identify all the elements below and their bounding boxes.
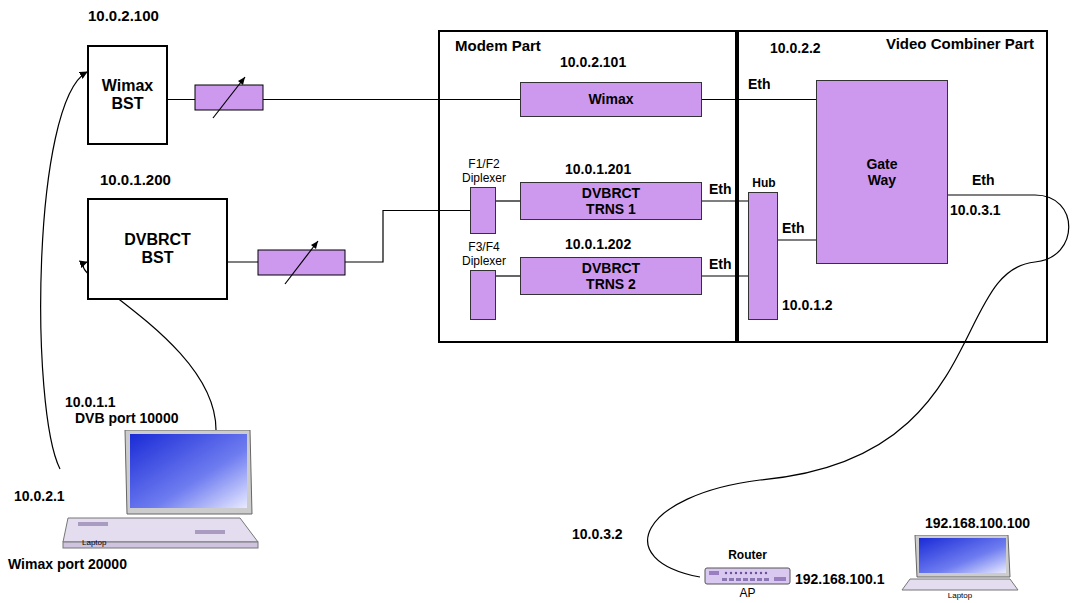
laptop-icon-drawing — [60, 430, 260, 550]
connector-line — [702, 99, 816, 100]
base-station-box: DVBRCT BST — [87, 198, 228, 300]
node-text: F1/F2 Diplexer — [447, 158, 521, 186]
node-text: AP — [700, 587, 795, 601]
interface-label: Eth — [709, 256, 732, 272]
node-text: DVBRCT TRNS 2 — [571, 260, 651, 292]
node-text: Wimax — [588, 91, 633, 107]
connector-line — [702, 275, 748, 276]
laptop-icon: Laptop — [900, 535, 1020, 601]
transceiver-box: DVBRCT TRNS 1 — [520, 182, 702, 220]
laptop-icon: Laptop — [60, 430, 260, 550]
diplexer-box: F3/F4 Diplexer — [470, 270, 496, 320]
node-text: Hub — [739, 177, 789, 191]
ip-address: 10.0.2.101 — [560, 54, 626, 70]
port-label: DVB port 10000 — [75, 410, 178, 426]
ip-address: 10.0.2.1 — [14, 488, 65, 504]
connector-line — [496, 275, 520, 276]
gateway-box: Gate Way — [816, 80, 948, 264]
ip-address: 10.0.1.200 — [100, 172, 171, 188]
modem-box: Wimax — [520, 82, 702, 117]
node-text: DVBRCT BST — [118, 231, 198, 268]
video-combiner-region: Video Combiner PartHub Gate Way — [737, 30, 1048, 343]
ip-address: 10.0.3.2 — [572, 526, 623, 542]
ip-address: 10.0.2.100 — [88, 8, 159, 24]
node-text: Wimax BST — [93, 77, 163, 114]
ip-address: 10.0.1.1 — [65, 394, 116, 410]
ip-address: 192.168.100.100 — [925, 515, 1030, 531]
router-icon: RouterAP — [700, 549, 795, 603]
variable-attenuator — [195, 77, 263, 118]
variable-attenuator — [258, 241, 345, 284]
node-text: Router — [700, 549, 795, 563]
node-text: F3/F4 Diplexer — [447, 241, 521, 269]
hub-box: Hub — [748, 192, 778, 320]
transceiver-box: DVBRCT TRNS 2 — [520, 257, 702, 295]
diplexer-box: F1/F2 Diplexer — [470, 187, 496, 234]
node-text: DVBRCT TRNS 1 — [571, 185, 651, 217]
interface-label: Eth — [972, 172, 995, 188]
base-station-box: Wimax BST — [87, 45, 168, 145]
interface-label: Eth — [782, 220, 805, 236]
interface-label: Eth — [709, 181, 732, 197]
ip-address: 10.0.1.202 — [565, 236, 631, 252]
port-label: Wimax port 20000 — [8, 556, 127, 572]
connector-line — [778, 239, 816, 240]
ip-address: 10.0.1.201 — [565, 161, 631, 177]
node-text: Laptop — [82, 538, 106, 547]
connector-line — [496, 200, 520, 201]
modem-part-region: Modem PartWimaxF1/F2 DiplexerDVBRCT TRNS… — [438, 30, 737, 343]
node-text: Laptop — [900, 591, 1020, 600]
node-text: Modem Part — [455, 37, 541, 54]
ip-address: 10.0.2.2 — [770, 40, 821, 56]
ip-address: 10.0.3.1 — [950, 202, 1001, 218]
node-text: Video Combiner Part — [880, 35, 1040, 52]
interface-label: Eth — [748, 76, 771, 92]
connector-line — [702, 200, 748, 201]
ip-address: 192.168.100.1 — [795, 571, 885, 587]
node-text: Gate Way — [857, 156, 907, 188]
ip-address: 10.0.1.2 — [782, 297, 833, 313]
